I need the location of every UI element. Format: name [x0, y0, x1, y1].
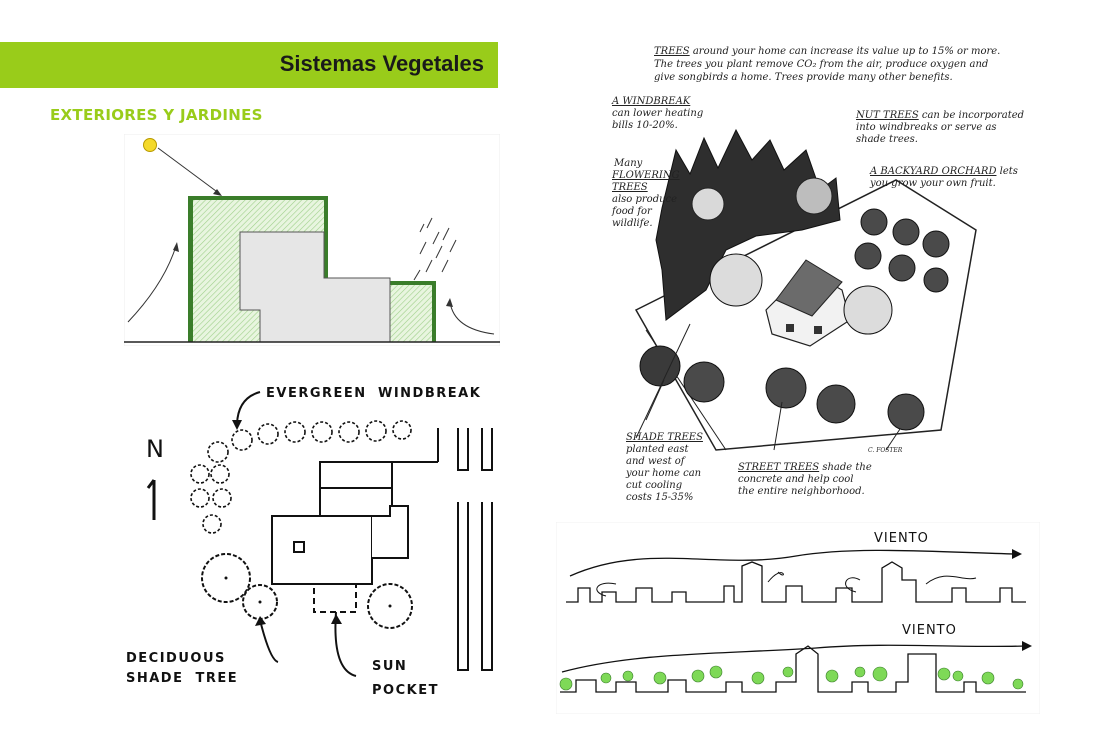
intro-note-line-2: The trees you plant remove CO₂ from the … [654, 59, 989, 70]
intro-note-line-3: give songbirds a home. Trees provide man… [654, 72, 953, 83]
orchard-note-rest: lets [996, 166, 1018, 177]
illustration-signature: C. FOSTER [868, 447, 903, 454]
street-note-head: STREET TREES [738, 462, 820, 473]
street-note-line-2: concrete and help cool [738, 474, 854, 485]
nut-note-line-2: into windbreaks or serve as [856, 122, 997, 133]
pocket-label: POCKET [372, 683, 439, 698]
wind-arrow-top [569, 549, 1017, 577]
flowering-note-tail-1: also produce [612, 194, 678, 205]
orchard-note-head: A BACKYARD ORCHARD [870, 166, 997, 177]
evergreen-trees [190, 420, 412, 534]
sun-pocket-outline [313, 583, 357, 613]
intro-note-head: TREES [654, 46, 690, 57]
shade-note-line-4: cut cooling [626, 480, 683, 491]
nut-note-line-3: shade trees. [856, 134, 918, 145]
low-hedge-block [390, 281, 436, 342]
landscape-illustration: C. FOSTER [634, 128, 977, 454]
flowering-note-line-1: Many [614, 158, 643, 169]
evergreen-label: EVERGREEN [266, 386, 367, 401]
intro-note-line-1: TREES around your home can increase its … [654, 46, 1000, 58]
north-label: N [146, 435, 164, 463]
shade-note-line-5: costs 15-35% [626, 492, 694, 503]
title-bar: Sistemas Vegetales [0, 42, 498, 88]
windbreak-note-line-1: can lower heating [612, 108, 704, 119]
orchard-trees [854, 208, 950, 293]
shade-tree-label: SHADE TREE [126, 671, 238, 686]
house-illustration [765, 259, 851, 347]
wind-flow-diagram: VIENTO VIENTO [556, 522, 1040, 714]
wind-label-bottom: VIENTO [902, 623, 957, 638]
orchard-note-line-2: you grow your own fruit. [870, 178, 996, 189]
house-plan [271, 428, 439, 585]
deciduous-label: DECIDUOUS [126, 651, 226, 666]
orchard-note-line-1: A BACKYARD ORCHARD lets [870, 166, 1018, 178]
city-skyline-top [566, 561, 1026, 603]
street-trees-bottom [559, 665, 1024, 691]
shade-note-head: SHADE TREES [626, 432, 703, 443]
flowering-note-tail-3: wildlife. [612, 218, 653, 229]
windbreak-note-head: A WINDBREAK [612, 96, 691, 107]
street-note-line-3: the entire neighborhood. [738, 486, 865, 497]
flowering-note-head-2: TREES [612, 182, 648, 193]
nut-note-line-1: NUT TREES can be incorporated [856, 110, 1024, 122]
sun-icon [143, 138, 157, 152]
windbreak-note-line-2: bills 10-20%. [612, 120, 678, 131]
city-skyline-bottom [560, 645, 1026, 693]
rain-icon [413, 217, 457, 281]
wind-label-top: VIENTO [874, 531, 929, 546]
flowering-note-tail-2: food for [612, 206, 652, 217]
nut-tree [795, 177, 833, 215]
street-note-line-1: STREET TREES shade the [738, 462, 872, 474]
sun-section-diagram [124, 134, 500, 346]
flowering-note-head-1: FLOWERING [612, 170, 680, 181]
sun-label: SUN [372, 659, 407, 674]
shade-note-line-2: and west of [626, 456, 685, 467]
shade-trees [639, 253, 893, 403]
flowering-tree [691, 187, 725, 221]
street-note-rest: shade the [819, 462, 872, 473]
nut-note-head: NUT TREES [856, 110, 919, 121]
shade-note-line-1: planted east [626, 444, 689, 455]
street-trees [765, 367, 925, 431]
north-arrow [146, 479, 156, 520]
windbreak-label: WINDBREAK [378, 386, 481, 401]
site-plan-diagram: N EVERGREEN WINDBREAK [126, 386, 493, 698]
wind-arrow-bottom [561, 644, 1027, 673]
nut-note-rest: can be incorporated [918, 110, 1025, 121]
shade-note-line-3: your home can [626, 468, 702, 479]
section-subtitle: EXTERIORES Y JARDINES [50, 106, 263, 124]
intro-note-line-1-rest: around your home can increase its value … [689, 46, 1001, 57]
page-title: Sistemas Vegetales [279, 51, 484, 76]
